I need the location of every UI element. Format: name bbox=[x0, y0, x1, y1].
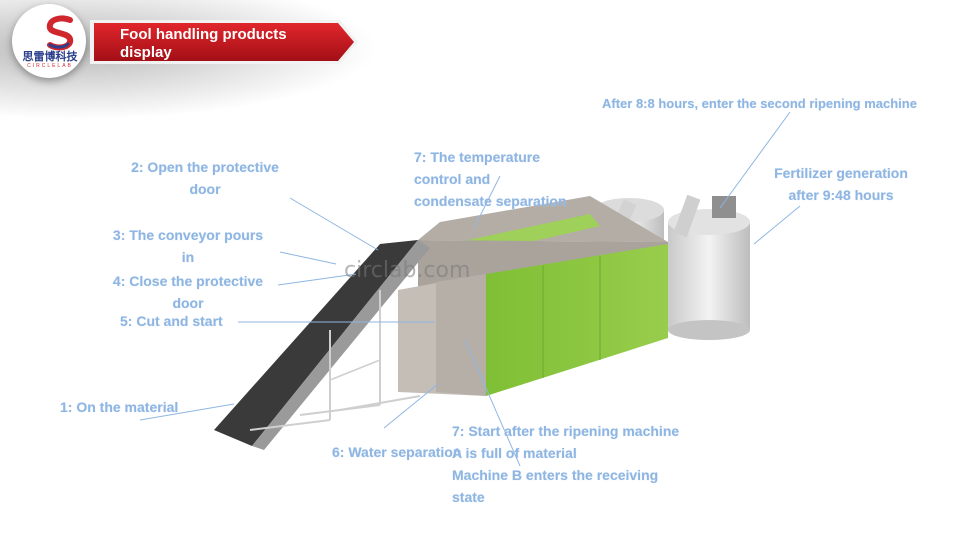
conveyor bbox=[214, 240, 430, 450]
logo-english-text: CIRCLELAB bbox=[27, 63, 73, 69]
label-step-1: 1: On the material bbox=[60, 399, 179, 415]
label-step-2: 2: Open the protective door bbox=[131, 159, 279, 197]
label-step-7-start: 7: Start after the ripening machine A is… bbox=[452, 423, 680, 505]
label-fertilizer: Fertilizer generation after 9:48 hours bbox=[774, 165, 908, 203]
logo: 思雷博科技 CIRCLELAB bbox=[12, 4, 86, 78]
title-line-1: Fool handling products bbox=[120, 26, 287, 43]
watermark: circlab.com bbox=[344, 258, 471, 283]
ripening-machine bbox=[398, 196, 668, 396]
label-step-4: 4: Close the protective door bbox=[112, 273, 264, 311]
callout-lines bbox=[139, 111, 801, 467]
logo-s-icon bbox=[46, 15, 74, 51]
logo-chinese-text: 思雷博科技 bbox=[22, 50, 78, 63]
title-banner bbox=[90, 20, 358, 64]
page-title: Fool handling products display bbox=[120, 26, 340, 62]
label-step-6: 6: Water separation bbox=[332, 444, 462, 460]
title-line-2: display bbox=[120, 44, 172, 61]
label-step-3: 3: The conveyor pours in bbox=[112, 227, 264, 265]
label-second-ripening: After 8:8 hours, enter the second ripeni… bbox=[602, 96, 917, 111]
fermentation-tank-2 bbox=[668, 194, 750, 340]
label-step-5: 5: Cut and start bbox=[120, 313, 223, 329]
label-step-7-temperature: 7: The temperature control and condensat… bbox=[414, 149, 567, 209]
